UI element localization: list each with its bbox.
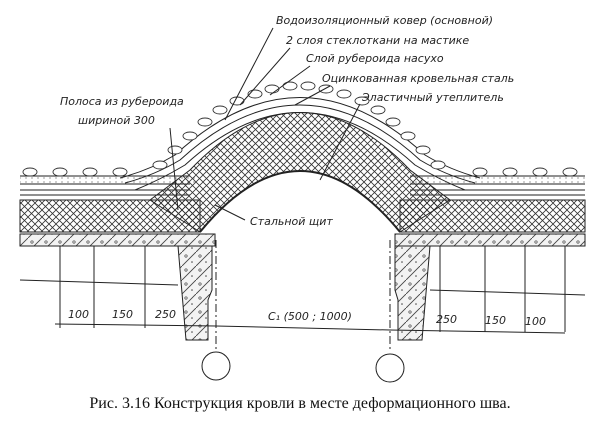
dim-left-100: 100 (68, 308, 89, 321)
dim-left-250: 250 (155, 308, 176, 321)
axis-marker-left (201, 351, 231, 381)
dim-right-150: 150 (485, 314, 506, 327)
label-elastic-insulation: Эластичный утеплитель (361, 91, 504, 104)
dim-right-100: 100 (525, 315, 546, 328)
axis-marker-right (375, 353, 405, 383)
gravel-layer (22, 81, 578, 177)
right-column (394, 245, 431, 341)
arch-compensator (22, 81, 578, 233)
label-fiberglass-layers: 2 слоя стеклоткани на мастике (286, 34, 469, 47)
label-ruberoid-strip: Полоса из рубероида (60, 95, 184, 108)
left-column (177, 245, 213, 341)
label-waterproof-carpet: Водоизоляционный ковер (основной) (276, 14, 493, 27)
dim-center: C₁ (500 ; 1000) (268, 310, 352, 323)
label-steel-shield: Стальной щит (250, 215, 333, 228)
dim-right-250: 250 (436, 313, 457, 326)
right-roof-layers (394, 175, 586, 247)
figure-caption: Рис. 3.16 Конструкция кровли в месте деф… (89, 395, 510, 412)
steel-shield (199, 170, 401, 233)
label-galvanized-steel: Оцинкованная кровельная сталь (322, 72, 514, 85)
label-ruberoid-dry: Слой рубероида насухо (306, 52, 444, 65)
dim-left-150: 150 (112, 308, 133, 321)
label-ruberoid-strip-width: шириной 300 (78, 114, 155, 127)
